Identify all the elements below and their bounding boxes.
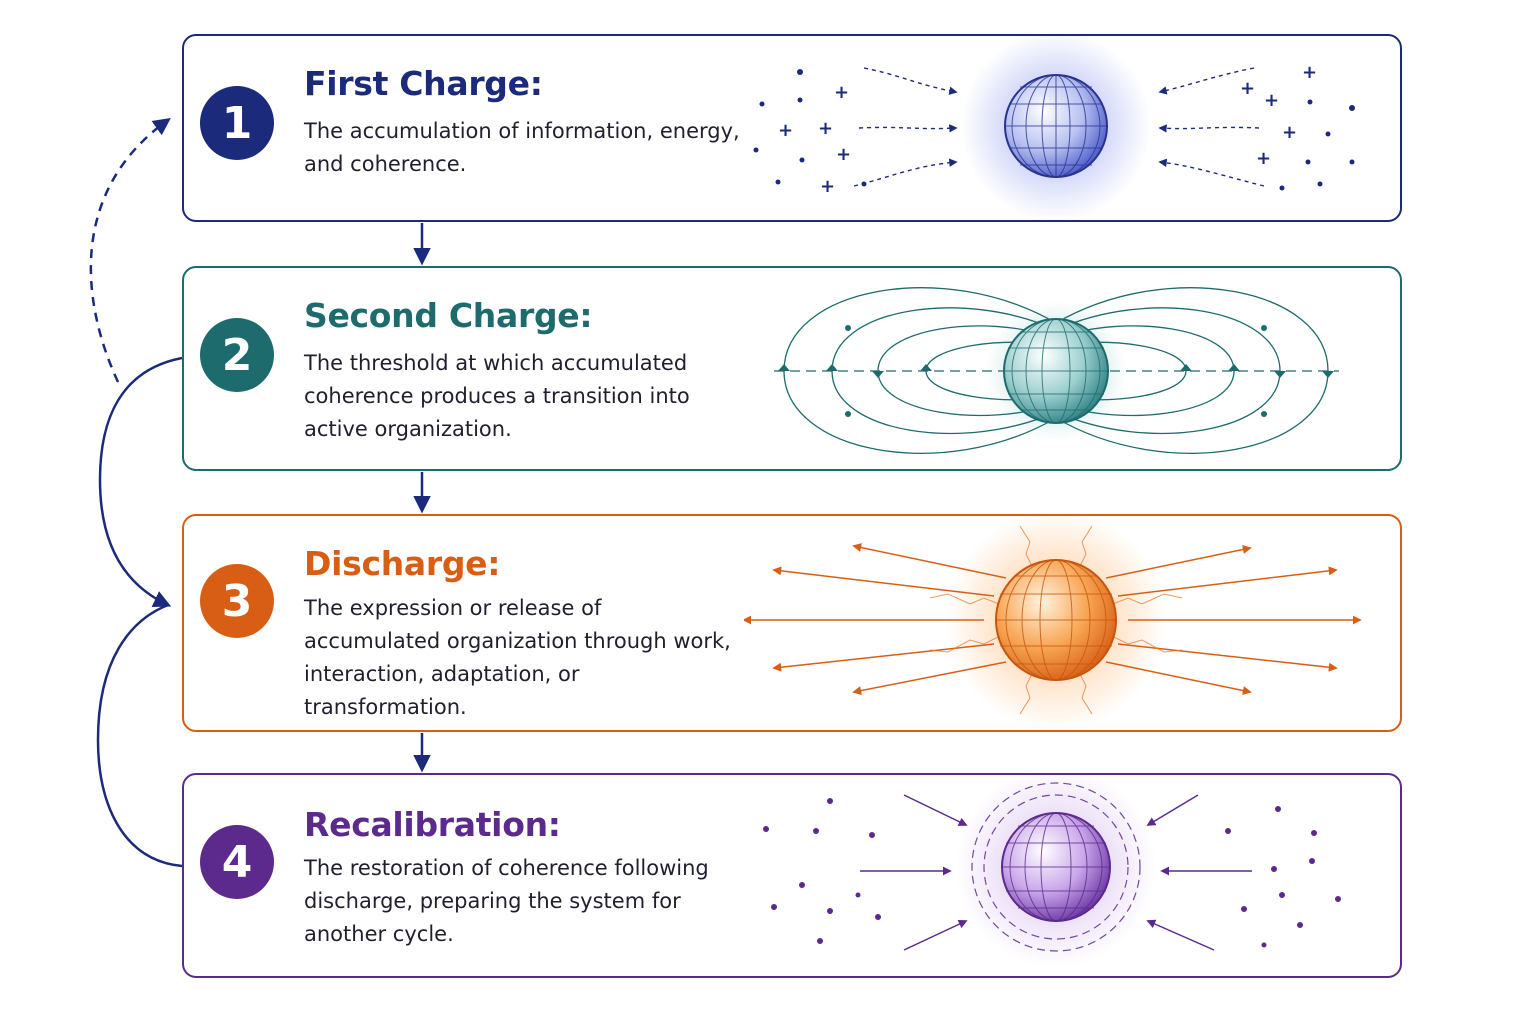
stage-3-title: Discharge: xyxy=(304,544,501,583)
svg-text:+: + xyxy=(1302,62,1317,83)
stage-2-number-badge: 2 xyxy=(200,318,274,392)
stage-3-description: The expression or release of accumulated… xyxy=(304,596,731,719)
stage-3-panel: 3 Discharge: The expression or release o… xyxy=(182,514,1402,732)
svg-text:+: + xyxy=(836,144,851,165)
svg-text:+: + xyxy=(1240,78,1255,99)
field-lines-sphere-icon xyxy=(774,287,1339,454)
stage-2-title: Second Charge: xyxy=(304,296,593,335)
stage-4-number-badge: 4 xyxy=(200,825,274,899)
stage-1-number-badge: 1 xyxy=(200,86,274,160)
stage-1-panel: 1 First Charge: The accumulation of info… xyxy=(182,34,1402,222)
svg-text:+: + xyxy=(818,118,833,139)
loop-from-stage-4 xyxy=(96,603,183,868)
return-dashed-arrow xyxy=(89,117,171,383)
loop-from-stage-2 xyxy=(98,356,183,608)
stage-1-description: The accumulation of information, energy,… xyxy=(304,119,740,176)
svg-text:+: + xyxy=(834,82,849,103)
svg-text:+: + xyxy=(1264,90,1279,111)
svg-text:+: + xyxy=(820,176,835,197)
converging-sphere-icon xyxy=(763,775,1341,967)
stage-1-title: First Charge: xyxy=(304,64,543,103)
svg-text:+: + xyxy=(1282,122,1297,143)
radiating-sphere-icon xyxy=(744,516,1362,730)
charging-sphere-icon: +++++ +++++ xyxy=(753,36,1355,221)
stage-3-number-badge: 3 xyxy=(200,564,274,638)
stage-2-description: The threshold at which accumulated coher… xyxy=(304,351,690,441)
stage-4-panel: 4 Recalibration: The restoration of cohe… xyxy=(182,773,1402,978)
svg-text:+: + xyxy=(778,120,793,141)
stage-4-description: The restoration of coherence following d… xyxy=(304,856,709,946)
stage-4-title: Recalibration: xyxy=(304,805,561,844)
stage-2-panel: 2 Second Charge: The threshold at which … xyxy=(182,266,1402,471)
svg-text:+: + xyxy=(1256,148,1271,169)
